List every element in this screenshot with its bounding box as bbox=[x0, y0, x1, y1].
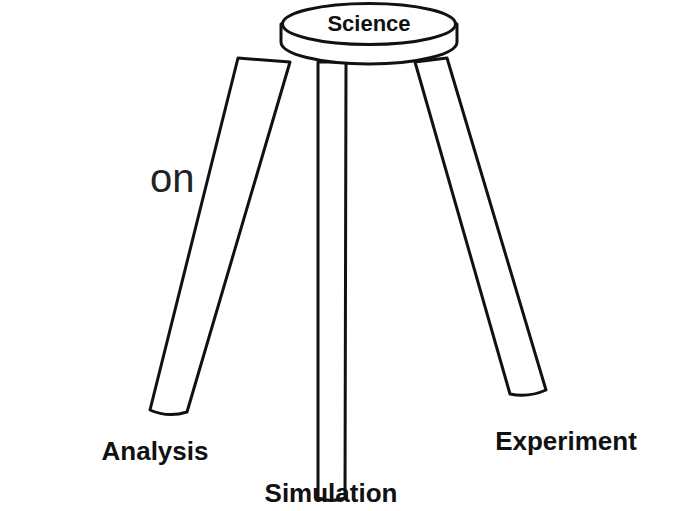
leg-label: Analysis bbox=[102, 437, 209, 466]
fragment-text: on bbox=[150, 156, 195, 200]
seat-top-outline bbox=[283, 4, 456, 45]
stool-leg bbox=[150, 58, 290, 415]
stool-leg bbox=[318, 62, 346, 501]
leg-label: Experiment bbox=[495, 427, 637, 456]
stool-leg bbox=[415, 58, 546, 395]
seat-label: Science bbox=[327, 11, 410, 37]
leg-label: Simulation bbox=[265, 479, 398, 508]
stool-seat: Science bbox=[281, 2, 457, 46]
